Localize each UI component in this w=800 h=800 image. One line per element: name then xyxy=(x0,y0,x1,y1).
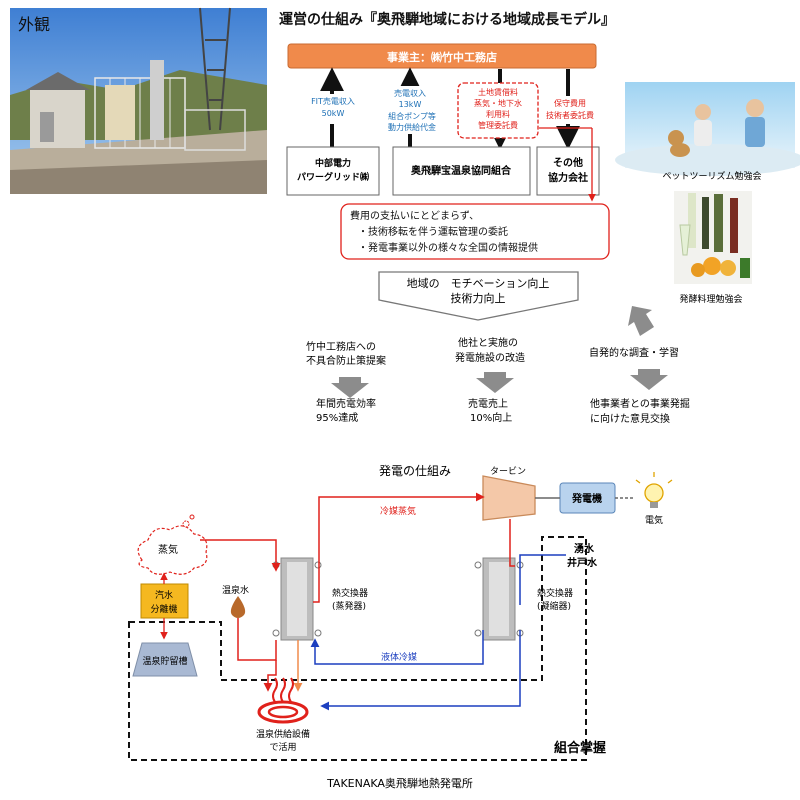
fermentation-label: 発酵料理勉強会 xyxy=(679,293,742,305)
power-title: 発電の仕組み xyxy=(379,464,451,478)
spring-water-label-2: 井戸水 xyxy=(567,556,598,569)
note-box xyxy=(340,203,610,260)
liquid-refrigerant-label: 液体冷媒 xyxy=(381,651,417,663)
chubu-label-2: パワーグリッド㈱ xyxy=(297,171,369,183)
maint-label-1: 保守費用 xyxy=(554,98,586,108)
water-drop-icon xyxy=(230,596,246,618)
turbine xyxy=(482,475,536,521)
motivation-line-1: 地域の モチベーション向上 xyxy=(407,276,550,290)
union-label: 奥飛騨宝温泉協同組合 xyxy=(411,164,512,177)
effect-3-bottom-2: に向けた意見交換 xyxy=(590,412,670,425)
land-label-1: 土地賃借料 xyxy=(478,87,518,97)
pump-label-2: 動力供給代金 xyxy=(388,122,436,132)
spring-water-label-1: 湧水 xyxy=(574,542,595,555)
steam-label: 蒸気 xyxy=(158,543,178,556)
supply-label-1: 温泉供給設備 xyxy=(256,728,310,740)
refrigerant-vapor-label: 冷媒蒸気 xyxy=(380,505,416,517)
land-fee-box xyxy=(457,82,539,139)
land-label-3: 利用料 xyxy=(486,109,510,119)
hot-spring-icon xyxy=(257,677,309,724)
separator-label-1: 汽水 xyxy=(155,589,173,601)
supply-label-2: で活用 xyxy=(269,741,296,753)
effect-1-bottom-1: 年間売電効率 xyxy=(316,397,376,410)
refrigerant-vapor-line xyxy=(313,492,485,603)
diagonal-arrow xyxy=(628,306,654,336)
hx-evaporator-label-1: 熱交換器 xyxy=(332,587,368,599)
land-label-4: 管理委託費 xyxy=(478,120,518,130)
caption: TAKENAKA奥飛騨地熱発電所 xyxy=(326,776,473,790)
hot-spring-water-label: 温泉水 xyxy=(222,584,249,596)
effect-1-bottom-2: 95%達成 xyxy=(316,412,358,424)
sale-label-1: 売電収入 xyxy=(394,88,426,98)
effect-1-arrow xyxy=(331,377,369,398)
motivation-arrow xyxy=(378,271,579,321)
turbine-label: タービン xyxy=(490,466,526,477)
pet-tourism-label: ペットツーリズム勉強会 xyxy=(662,170,761,182)
storage-tank xyxy=(132,642,198,677)
other-label-1: その他 xyxy=(553,156,583,169)
spring-water-line xyxy=(519,554,566,605)
pet-tourism-photo xyxy=(615,82,800,176)
liquid-refrigerant-line xyxy=(310,630,484,665)
effect-2-bottom-2: 10%向上 xyxy=(470,411,512,424)
effect-3-top-1: 自発的な調査・学習 xyxy=(589,346,679,359)
steam-to-evaporator-line xyxy=(200,539,281,572)
note-line-3: ・発電事業以外の様々な全国の情報提供 xyxy=(358,241,538,254)
hx-condenser-label-1: 熱交換器 xyxy=(537,587,573,599)
hx-evaporator xyxy=(272,557,322,641)
model-title: 運営の仕組み『奥飛騨地域における地域成長モデル』 xyxy=(279,11,615,28)
storage-tank-label: 温泉貯留槽 xyxy=(142,655,187,667)
hx-condenser-label-2: (凝縮器) xyxy=(537,600,571,612)
separator-box xyxy=(140,583,189,619)
operator-label: 事業主：㈱竹中工務店 xyxy=(387,50,497,64)
effect-2-arrow xyxy=(476,372,514,393)
photo-label: 外観 xyxy=(18,15,50,34)
generator-label: 発電機 xyxy=(571,492,602,505)
union-managed-label: 組合掌握 xyxy=(554,740,606,756)
effect-1-top-2: 不具合防止策提案 xyxy=(306,354,386,367)
effect-2-top-2: 発電施設の改造 xyxy=(455,351,525,364)
pump-label-1: 組合ポンプ等 xyxy=(388,111,436,121)
maint-label-2: 技術者委託費 xyxy=(546,110,594,120)
effect-1-top-1: 竹中工務店への xyxy=(306,340,376,353)
motivation-line-2: 技術力向上 xyxy=(451,291,506,305)
steam-cloud xyxy=(137,514,208,575)
other-box xyxy=(536,146,600,196)
chubu-box xyxy=(286,146,380,196)
fit-label-1: FIT売電収入 xyxy=(311,96,355,106)
fermentation-photo xyxy=(674,191,752,284)
chubu-label-1: 中部電力 xyxy=(315,157,351,169)
union-managed-boundary xyxy=(128,536,587,761)
fit-label-2: 50kW xyxy=(322,109,345,118)
sale-label-2: 13kW xyxy=(399,100,422,109)
lightbulb-icon xyxy=(635,472,673,508)
effect-3-bottom-1: 他事業者との事業発掘 xyxy=(590,397,690,410)
other-label-2: 協力会社 xyxy=(548,171,588,184)
electricity-label: 電気 xyxy=(645,514,663,526)
effect-3-arrow xyxy=(630,369,668,390)
operator-bar xyxy=(287,43,597,69)
hx-condenser xyxy=(474,557,524,641)
note-line-1: 費用の支払いにとどまらず、 xyxy=(350,209,479,222)
hot-spring-water-line xyxy=(237,618,277,661)
exterior-photo xyxy=(10,7,267,194)
hx-evaporator-label-2: (蒸発器) xyxy=(332,600,366,612)
separator-label-2: 分離機 xyxy=(150,603,177,615)
effect-2-top-1: 他社と実施の xyxy=(458,336,518,349)
land-label-2: 蒸気・地下水 xyxy=(474,98,522,108)
union-box xyxy=(392,146,531,196)
note-line-2: ・技術移転を伴う運転管理の委託 xyxy=(358,225,508,238)
effect-2-bottom-1: 売電売上 xyxy=(468,397,508,410)
